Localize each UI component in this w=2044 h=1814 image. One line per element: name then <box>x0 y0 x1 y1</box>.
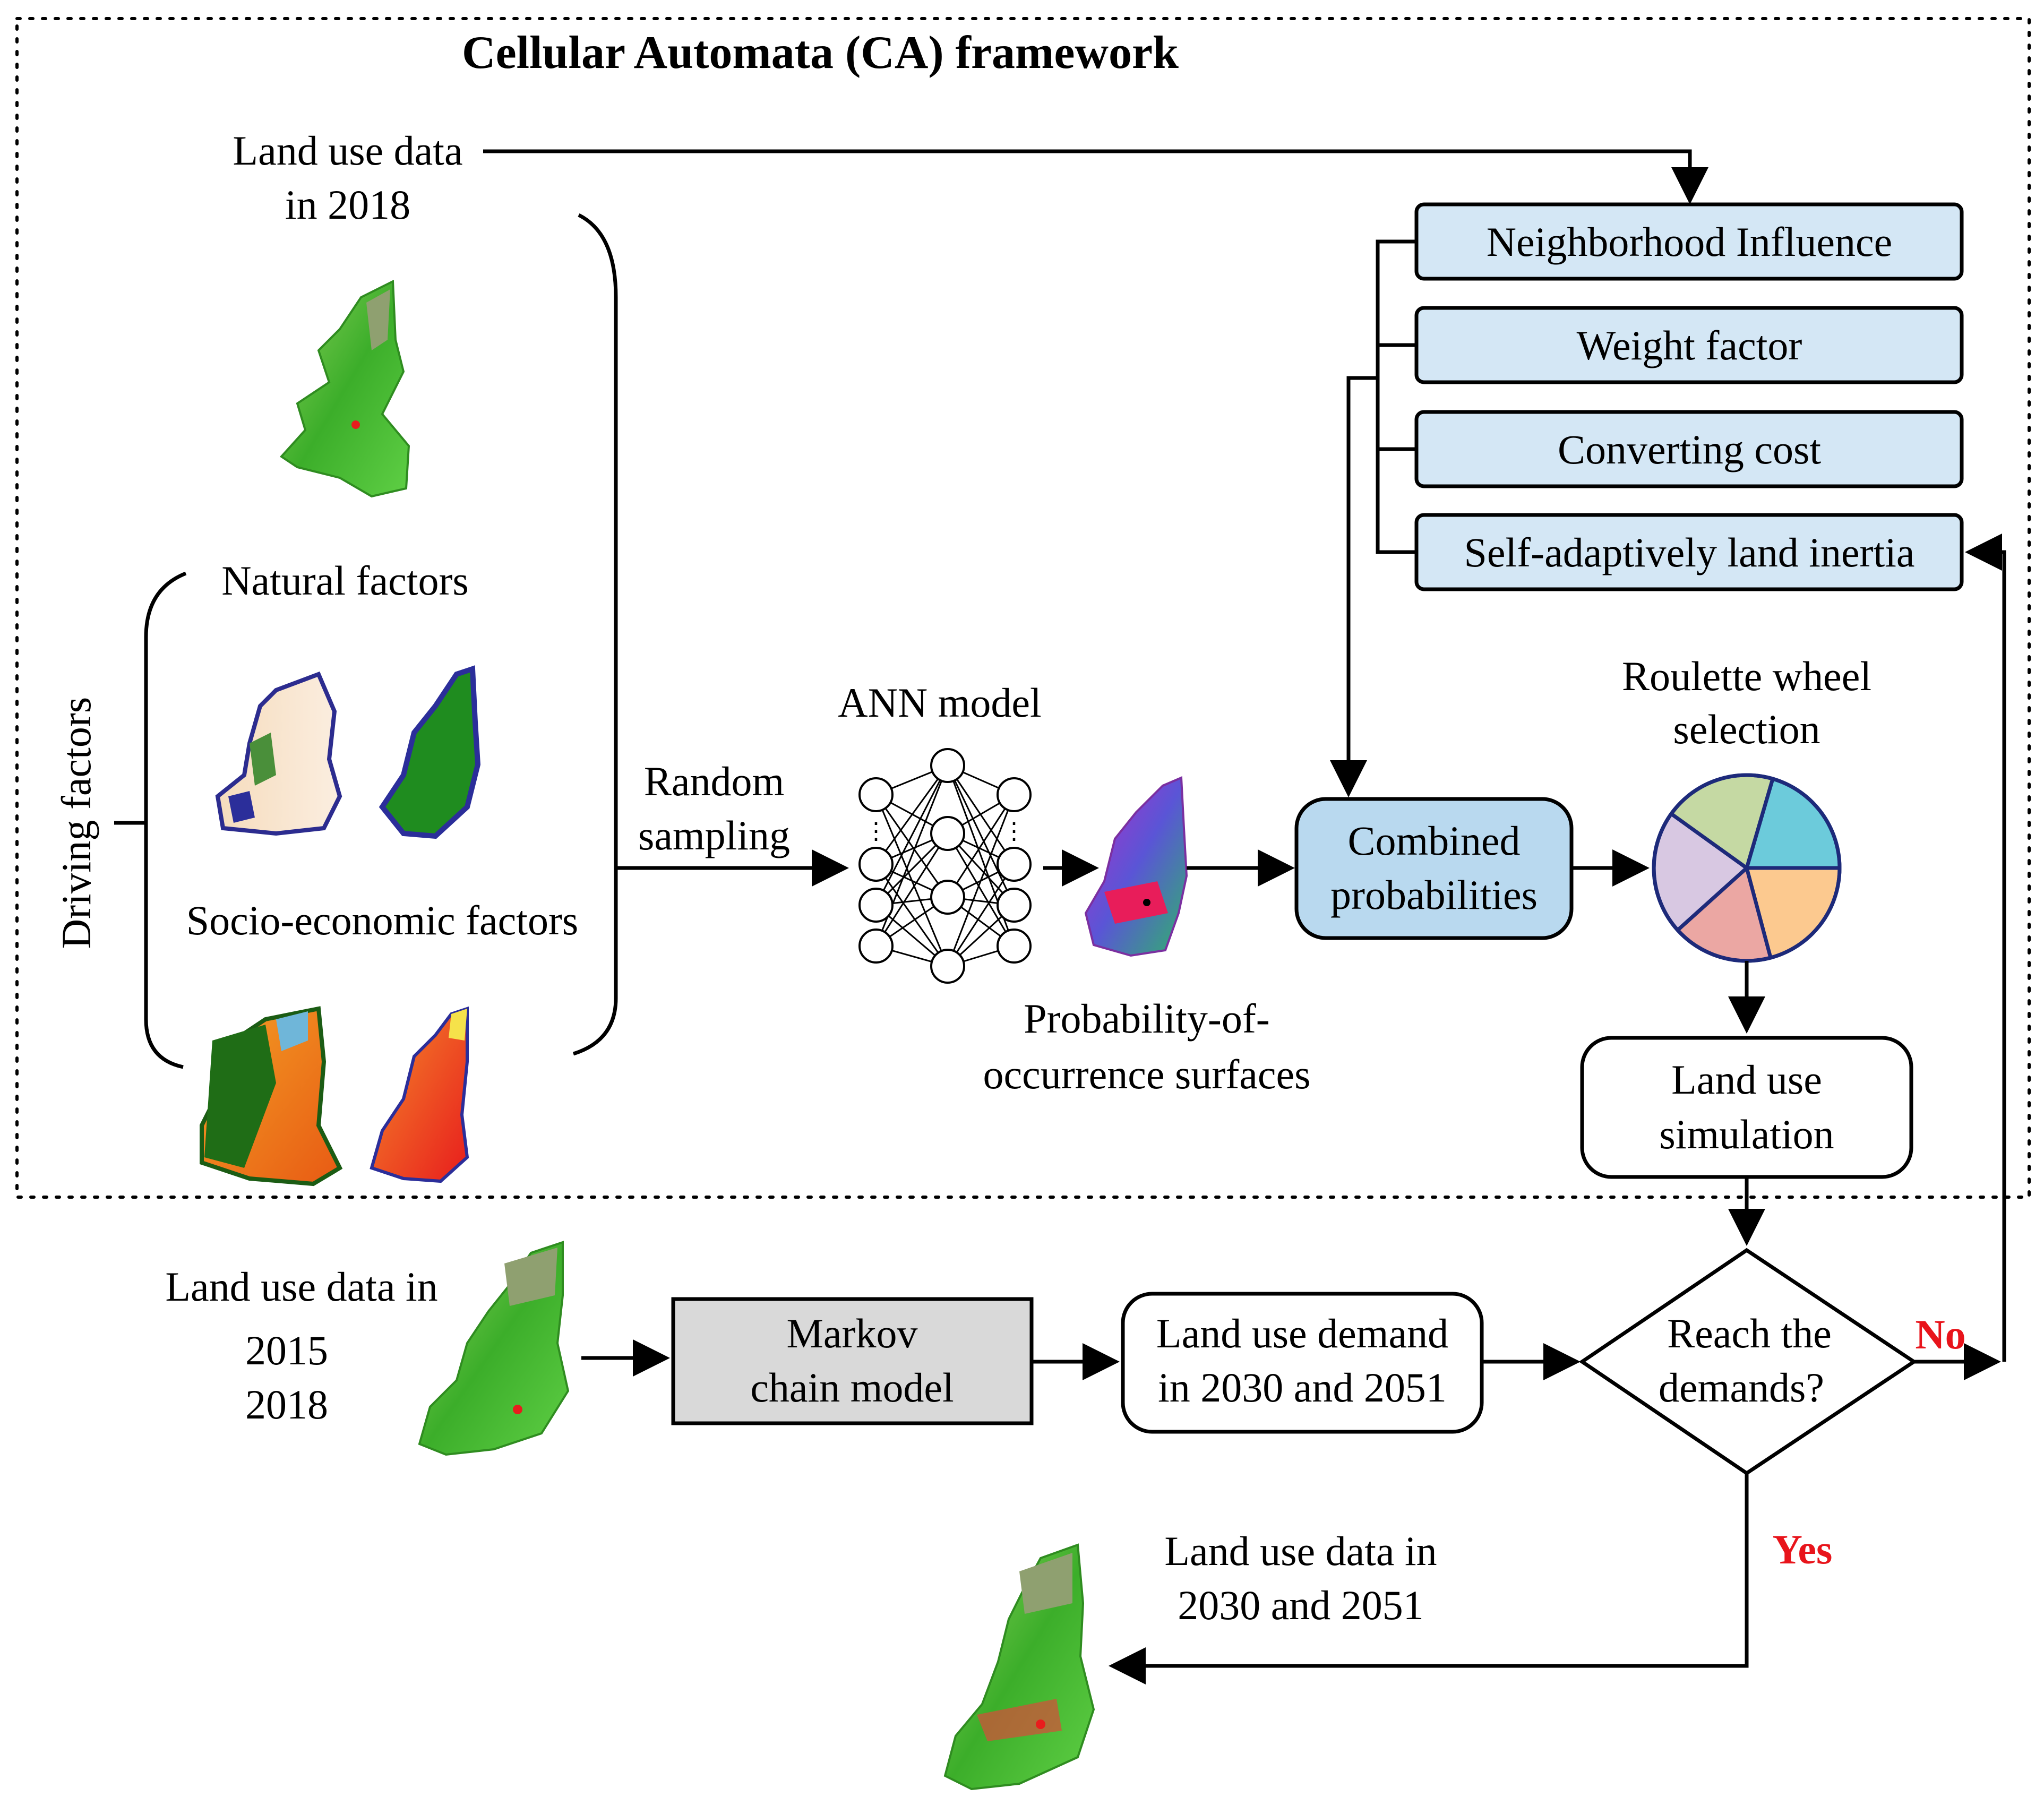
land-use-2030-2051-map <box>943 1543 1095 1791</box>
ann-output-node <box>997 929 1032 964</box>
inputs-bracket-right <box>572 213 618 1056</box>
land-use-2018-label-line2: in 2018 <box>285 182 410 228</box>
ann-input-node <box>858 888 894 923</box>
socio-factor-map-gdp <box>370 1006 469 1183</box>
svg-text:probabilities: probabilities <box>1330 872 1538 918</box>
ann-hidden-node <box>930 816 965 851</box>
svg-text:Converting cost: Converting cost <box>1558 426 1821 472</box>
roulette-label-line1: Roulette wheel <box>1622 653 1871 699</box>
ann-network-diagram <box>858 748 1032 984</box>
ann-model-label: ANN model <box>838 680 1041 726</box>
reach-demands-decision: Reach the demands? <box>1578 1248 1918 1476</box>
markov-input-label-line2: 2015 <box>245 1327 328 1373</box>
arrow-no-to-inertia <box>1965 534 2006 1362</box>
svg-text:Reach the: Reach the <box>1667 1310 1832 1356</box>
socio-factor-map-population <box>200 1006 343 1187</box>
land-use-simulation-box: Land use simulation <box>1580 1036 1913 1179</box>
ann-hidden-node <box>930 949 965 984</box>
natural-factor-map-slope <box>379 665 481 839</box>
probability-surface-map <box>1084 776 1188 957</box>
ann-hidden-node <box>930 880 965 915</box>
markov-chain-model-box: Markov chain model <box>671 1297 1034 1425</box>
land-use-2018-map <box>279 279 410 498</box>
arrow-factors-to-combined <box>1330 376 1378 797</box>
markov-input-label-line1: Land use data in <box>165 1263 437 1310</box>
arrow-yes-to-output <box>1109 1473 1749 1684</box>
svg-text:demands?: demands? <box>1659 1364 1824 1411</box>
factor-box-weight: Weight factor <box>1414 306 1964 384</box>
ann-connections <box>875 764 1015 967</box>
land-use-2015-2018-map <box>418 1241 570 1456</box>
ann-output-node <box>997 777 1032 812</box>
driving-factors-bracket-left <box>144 571 187 1069</box>
svg-text:Land use demand: Land use demand <box>1156 1310 1448 1356</box>
ann-output-ellipsis: ⋮ <box>1002 818 1026 844</box>
combined-probabilities-box: Combined probabilities <box>1294 797 1574 940</box>
svg-text:Weight factor: Weight factor <box>1577 322 1802 368</box>
output-label-line2: 2030 and 2051 <box>1178 1582 1424 1628</box>
prob-surface-label-line1: Probability-of- <box>1024 995 1270 1042</box>
svg-text:chain model: chain model <box>750 1364 954 1411</box>
random-sampling-label-line2: sampling <box>638 812 790 858</box>
ann-input-node <box>858 929 894 964</box>
svg-text:in 2030 and 2051: in 2030 and 2051 <box>1158 1364 1447 1411</box>
svg-text:Neighborhood Influence: Neighborhood Influence <box>1487 219 1893 265</box>
prob-surface-label-line2: occurrence surfaces <box>983 1051 1310 1097</box>
factor-box-neighborhood: Neighborhood Influence <box>1414 202 1964 281</box>
svg-text:Self-adaptively land inertia: Self-adaptively land inertia <box>1464 529 1914 575</box>
output-label-line1: Land use data in <box>1164 1528 1437 1574</box>
ca-framework-frame <box>15 17 2031 1199</box>
factor-box-inertia: Self-adaptively land inertia <box>1414 513 1964 591</box>
ann-input-node <box>858 847 894 882</box>
ann-output-node <box>997 888 1032 923</box>
socio-economic-factors-label: Socio-economic factors <box>186 897 579 943</box>
random-sampling-label-line1: Random <box>644 758 784 804</box>
factor-box-cost: Converting cost <box>1414 410 1964 488</box>
ann-output-node <box>997 847 1032 882</box>
natural-factors-label: Natural factors <box>221 557 469 604</box>
svg-text:Combined: Combined <box>1348 818 1521 864</box>
ca-framework-title: Cellular Automata (CA) framework <box>462 27 1179 79</box>
markov-input-label-line3: 2018 <box>245 1381 328 1428</box>
roulette-wheel <box>1652 773 1842 963</box>
ann-input-node <box>858 777 894 812</box>
natural-factor-map-elevation <box>215 671 342 836</box>
decision-no-label: No <box>1915 1311 1965 1357</box>
svg-text:Land use: Land use <box>1671 1056 1822 1103</box>
arrow-land-use-to-neighborhood <box>483 149 1708 204</box>
ann-hidden-node <box>930 748 965 783</box>
factor-collector-line <box>1376 239 1416 554</box>
land-use-2018-label-line1: Land use data <box>233 127 462 174</box>
ann-input-ellipsis: ⋮ <box>864 818 888 844</box>
driving-factors-label: Driving factors <box>53 697 99 949</box>
roulette-label-line2: selection <box>1673 706 1820 752</box>
svg-text:simulation: simulation <box>1659 1111 1834 1157</box>
land-use-demand-box: Land use demand in 2030 and 2051 <box>1121 1292 1484 1434</box>
decision-yes-label: Yes <box>1773 1526 1833 1572</box>
svg-text:Markov: Markov <box>787 1310 918 1356</box>
